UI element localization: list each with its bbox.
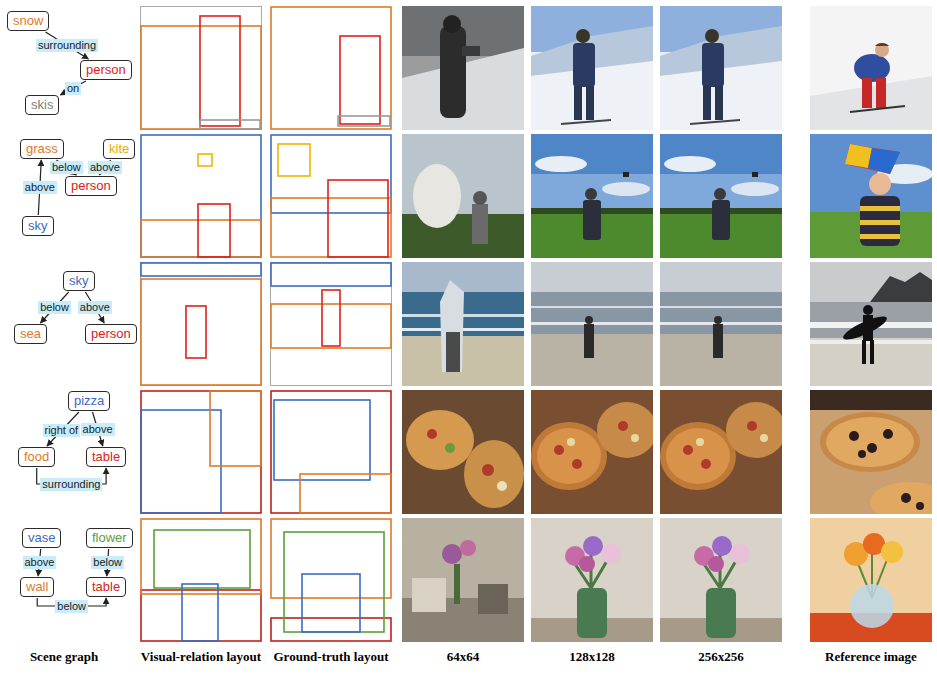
node-text: skis	[31, 97, 53, 112]
scene-graph-node: person	[65, 176, 117, 196]
column-header: 128x128	[530, 650, 654, 664]
layout-cell	[271, 391, 391, 513]
node-text: table	[92, 579, 120, 594]
scene-graph-node: person	[80, 60, 132, 80]
generated-image	[531, 262, 653, 386]
scene-graph-node: table	[86, 447, 126, 467]
layout-boxes	[141, 7, 392, 642]
relation-label: above	[23, 556, 57, 569]
generated-image	[660, 262, 782, 386]
generated-image	[531, 518, 653, 642]
layout-cell	[141, 519, 261, 641]
relation-connector	[60, 81, 86, 95]
column-header: 256x256	[659, 650, 783, 664]
column-header: 64x64	[401, 650, 525, 664]
column-header: Scene graph	[2, 650, 126, 664]
generated-image	[660, 518, 782, 642]
relation-label: right of	[43, 424, 81, 437]
scene-graph-node: kite	[103, 139, 135, 159]
layout-cell	[271, 135, 391, 257]
relation-label: on	[65, 82, 81, 95]
reference-image	[810, 134, 933, 258]
column-header: Visual-relation layout	[139, 650, 263, 664]
generated-image	[402, 262, 524, 386]
generated-image	[531, 6, 653, 130]
node-text: grass	[26, 141, 58, 156]
scene-graph-node: pizza	[68, 391, 110, 411]
relation-label: surrounding	[40, 478, 102, 491]
scene-graph-node: wall	[20, 577, 54, 597]
layout-cell	[141, 7, 262, 130]
generated-image	[531, 134, 653, 258]
generated-image	[402, 390, 524, 514]
column-header: Ground-truth layout	[269, 650, 393, 664]
reference-image	[810, 6, 932, 130]
reference-image	[810, 390, 937, 522]
node-text: wall	[26, 579, 48, 594]
node-text: vase	[28, 530, 55, 545]
generated-image	[402, 6, 524, 130]
scene-graph-node: skis	[25, 95, 59, 115]
node-text: sea	[20, 326, 41, 341]
generated-image	[402, 134, 524, 258]
node-text: pizza	[74, 393, 104, 408]
node-text: sky	[69, 273, 89, 288]
layout-cell	[141, 135, 261, 257]
column-header: Reference image	[809, 650, 933, 664]
relation-label: above	[81, 423, 115, 436]
relation-label: above	[78, 301, 112, 314]
layout-cell	[271, 7, 391, 129]
scene-graph-node: grass	[20, 139, 64, 159]
scene-graph-node: snow	[7, 11, 49, 31]
layout-cell	[271, 519, 391, 641]
relation-label: below	[91, 556, 124, 569]
node-text: flower	[92, 530, 127, 545]
reference-image	[810, 518, 932, 642]
scene-graph-node: person	[85, 324, 137, 344]
scene-graph-node: vase	[22, 528, 61, 548]
scene-graph-node: food	[18, 447, 55, 467]
node-text: person	[71, 178, 111, 193]
layout-cell	[141, 263, 262, 386]
node-text: table	[92, 449, 120, 464]
node-text: sky	[28, 218, 48, 233]
generated-image	[531, 390, 657, 514]
generated-image	[660, 390, 786, 514]
relation-label: below	[55, 600, 88, 613]
layout-cell	[141, 391, 261, 513]
scene-graph-node: sky	[63, 271, 95, 291]
node-text: food	[24, 449, 49, 464]
relation-label: above	[23, 181, 57, 194]
reference-image	[810, 262, 932, 386]
generated-image	[660, 134, 782, 258]
scene-graph-node: flower	[86, 528, 133, 548]
relation-label: above	[88, 161, 122, 174]
node-text: person	[86, 62, 126, 77]
scene-graph-node: sky	[22, 216, 54, 236]
scene-graph-node: sea	[14, 324, 47, 344]
node-text: person	[91, 326, 131, 341]
relation-label: surrounding	[36, 39, 98, 52]
node-text: snow	[13, 13, 43, 28]
generated-image	[402, 518, 524, 642]
scene-graph-node: table	[86, 577, 126, 597]
generated-image	[660, 6, 782, 130]
node-text: kite	[109, 141, 129, 156]
relation-label: below	[38, 301, 71, 314]
relation-label: below	[50, 161, 83, 174]
layout-cell	[271, 263, 392, 386]
